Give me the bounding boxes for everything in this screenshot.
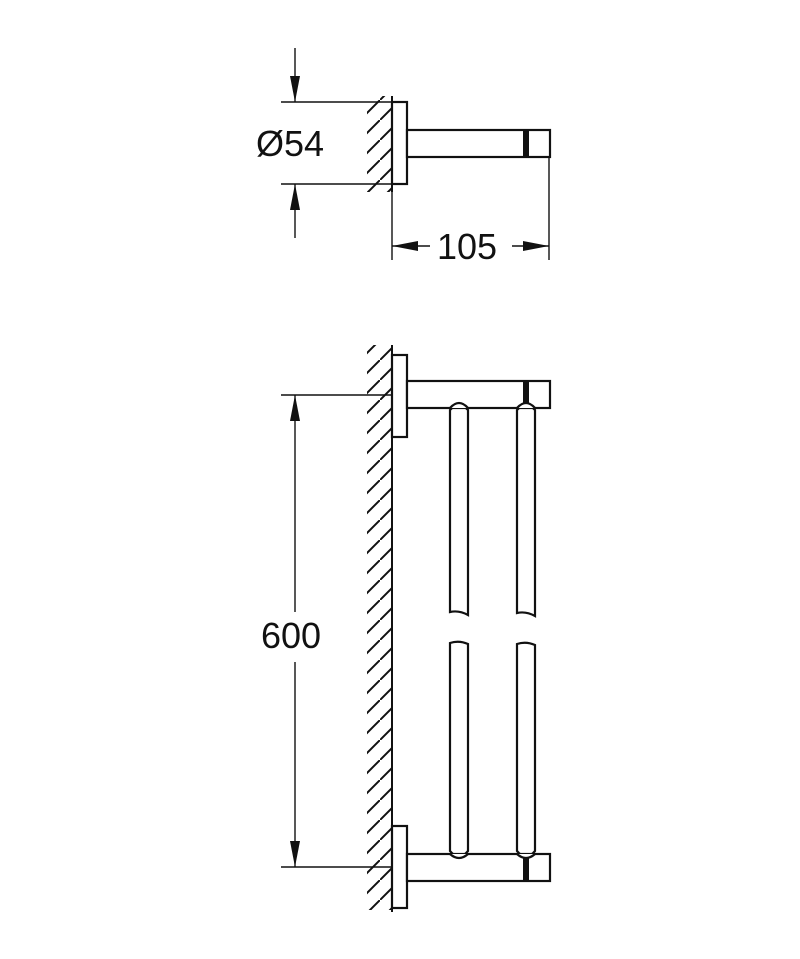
length-dimension: 600: [261, 394, 392, 868]
wall-hatch-bottom: [367, 345, 393, 912]
diameter-dimension: Ø54: [256, 48, 392, 238]
rod-end-stripe: [523, 130, 529, 157]
arrow-left-icon: [392, 241, 418, 251]
arrow-up-icon: [290, 395, 300, 421]
wall-hatch-top: [367, 96, 393, 192]
towel-bar-back-lower: [515, 641, 537, 858]
towel-bar-front-lower: [448, 640, 470, 858]
arrow-down-icon: [290, 76, 300, 102]
towel-bars: [448, 403, 537, 858]
arrow-up-icon: [290, 184, 300, 210]
depth-dimension: 105: [391, 157, 550, 267]
towel-bar-front-upper: [448, 403, 470, 617]
diameter-label: Ø54: [256, 123, 324, 164]
depth-label: 105: [437, 226, 497, 267]
top-wall-flange: [390, 353, 409, 439]
bottom-arm-stripe: [523, 854, 529, 881]
side-view: Ø54 105: [256, 48, 552, 267]
bottom-wall-flange: [390, 824, 409, 910]
wall-flange: [390, 100, 409, 186]
towel-bar-back-upper: [515, 403, 537, 618]
arrow-down-icon: [290, 841, 300, 867]
arrow-right-icon: [523, 241, 549, 251]
top-arm-stripe: [523, 381, 529, 408]
length-label: 600: [261, 615, 321, 656]
front-view: 600: [261, 345, 552, 912]
